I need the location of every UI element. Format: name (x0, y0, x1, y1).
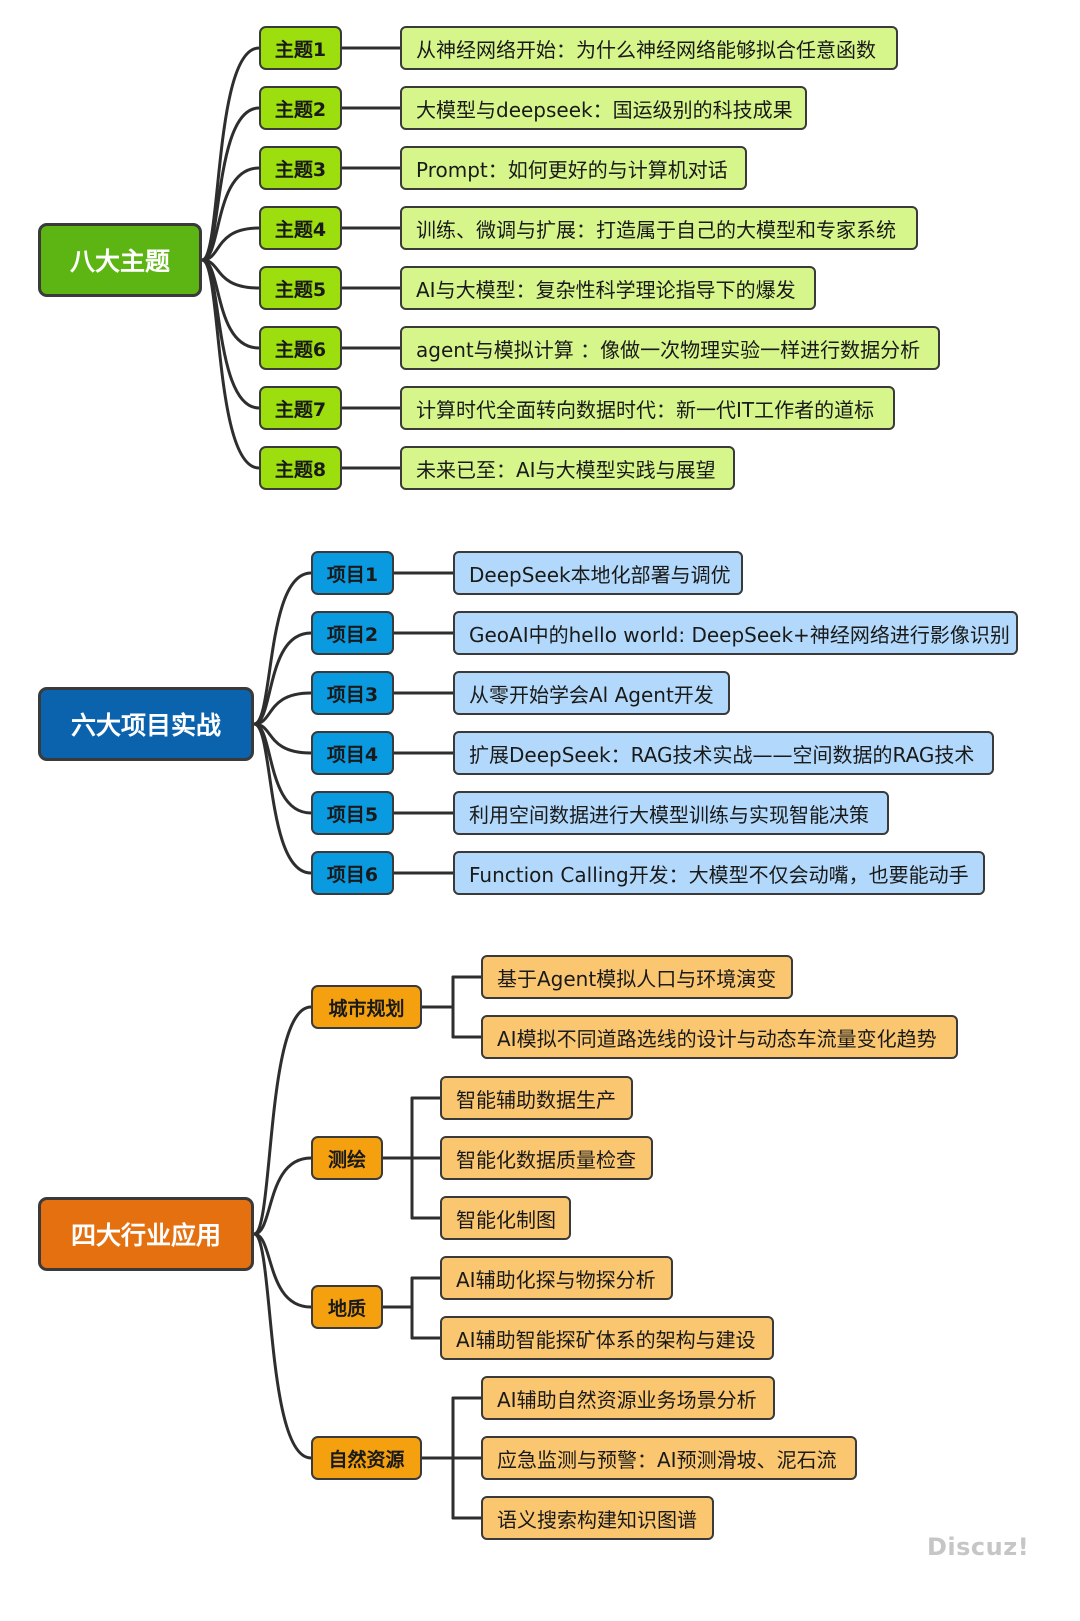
topic-text-6: agent与模拟计算 ：像做一次物理实验一样进行数据分析 (400, 326, 940, 370)
industries-connector-3 (252, 1232, 313, 1309)
project-text-6: Function Calling开发：大模型不仅会动嘴，也要能动手 (453, 851, 985, 895)
topic-tag-6: 主题6 (259, 326, 342, 370)
industry-item-resources-1: AI辅助自然资源业务场景分析 (481, 1376, 775, 1420)
project-text-4: 扩展DeepSeek：RAG技术实战——空间数据的RAG技术 (453, 731, 994, 775)
project-tag-3: 项目3 (311, 671, 394, 715)
industry-item-survey-3: 智能化制图 (440, 1196, 571, 1240)
topics-connector-4 (200, 226, 261, 262)
industry-tag-urban-planning: 城市规划 (311, 985, 422, 1029)
topic-tag-4: 主题4 (259, 206, 342, 250)
industry-tag-surveying: 测绘 (311, 1136, 383, 1180)
project-text-1: DeepSeek本地化部署与调优 (453, 551, 743, 595)
project-text-3: 从零开始学会Al Agent开发 (453, 671, 730, 715)
topic-tag-7: 主题7 (259, 386, 342, 430)
topic-tag-3: 主题3 (259, 146, 342, 190)
topics-connector-3 (200, 166, 261, 262)
industry-item-geology-2: AI辅助智能探矿体系的架构与建设 (440, 1316, 774, 1360)
topic-tag-5: 主题5 (259, 266, 342, 310)
industry-item-urban-2: AI模拟不同道路选线的设计与动态车流量变化趋势 (481, 1015, 958, 1059)
projects-connector-6 (252, 722, 313, 875)
topic-tag-8: 主题8 (259, 446, 342, 490)
projects-connector-3 (252, 691, 313, 726)
topic-text-2: 大模型与deepseek：国运级别的科技成果 (400, 86, 807, 130)
industries-connector-2 (252, 1156, 313, 1236)
topic-text-4: 训练、微调与扩展：打造属于自己的大模型和专家系统 (400, 206, 918, 250)
topic-text-8: 未来已至：AI与大模型实践与展望 (400, 446, 735, 490)
watermark: Discuz! (927, 1533, 1030, 1561)
industries-connector-4 (252, 1232, 313, 1460)
industry-item-urban-1: 基于Agent模拟人口与环境演变 (481, 955, 793, 999)
root-topics: 八大主题 (38, 223, 202, 297)
industry-item-survey-2: 智能化数据质量检查 (440, 1136, 653, 1180)
project-tag-4: 项目4 (311, 731, 394, 775)
industry-tag-natural-resources: 自然资源 (311, 1436, 422, 1480)
root-projects: 六大项目实战 (38, 687, 254, 761)
topic-text-1: 从神经网络开始：为什么神经网络能够拟合任意函数 (400, 26, 898, 70)
project-text-2: GeoAI中的hello world: DeepSeek+神经网络进行影像识别 (453, 611, 1018, 655)
topic-text-5: AI与大模型：复杂性科学理论指导下的爆发 (400, 266, 816, 310)
project-tag-1: 项目1 (311, 551, 394, 595)
project-text-5: 利用空间数据进行大模型训练与实现智能决策 (453, 791, 889, 835)
topic-tag-2: 主题2 (259, 86, 342, 130)
project-tag-5: 项目5 (311, 791, 394, 835)
topics-connector-8 (200, 258, 261, 470)
industries-connector-1 (252, 1005, 313, 1236)
industry-item-resources-3: 语义搜索构建知识图谱 (481, 1496, 714, 1540)
topic-text-7: 计算时代全面转向数据时代：新一代IT工作者的道标 (400, 386, 895, 430)
projects-connector-2 (252, 631, 313, 726)
topic-tag-1: 主题1 (259, 26, 342, 70)
project-tag-2: 项目2 (311, 611, 394, 655)
industry-item-geology-1: AI辅助化探与物探分析 (440, 1256, 673, 1300)
topic-text-3: Prompt：如何更好的与计算机对话 (400, 146, 747, 190)
industry-item-survey-1: 智能辅助数据生产 (440, 1076, 633, 1120)
industry-tag-geology: 地质 (311, 1285, 383, 1329)
industry-item-resources-2: 应急监测与预警：AI预测滑坡、泥石流 (481, 1436, 857, 1480)
project-tag-6: 项目6 (311, 851, 394, 895)
root-industries: 四大行业应用 (38, 1197, 254, 1271)
